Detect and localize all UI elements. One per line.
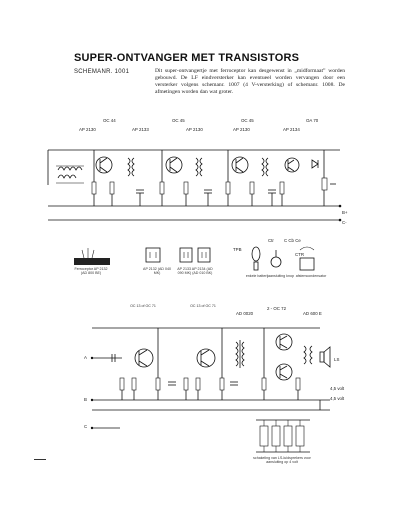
bottom-terminal-a: A bbox=[84, 355, 87, 360]
caption-ctr-2: CTR bbox=[295, 252, 305, 257]
caption-tuning-capacitor: afstemcondensator bbox=[295, 274, 327, 278]
caption-coil-2132: AP 2132 (AD 040 MK) bbox=[143, 267, 171, 276]
top-diode-label: OA 70 bbox=[306, 118, 319, 123]
top-terminal-cminus: C- bbox=[342, 220, 347, 225]
top-coil-label-3: AP 2130 bbox=[186, 127, 203, 132]
caption-ctr: Ctr bbox=[268, 238, 274, 243]
battery-diagram bbox=[256, 419, 310, 453]
top-coil-label-4: AP 2130 bbox=[233, 127, 250, 132]
bottom-transistor-label-3: 2 - OC 72 bbox=[267, 306, 287, 311]
bottom-rail-label-2: 4,5 volt bbox=[330, 396, 345, 401]
top-transistor-label-2: OC 45 bbox=[172, 118, 185, 123]
top-coil-label-2: AP 2133 bbox=[132, 127, 149, 132]
schema-number: SCHEMANR. 1001 bbox=[74, 69, 130, 75]
top-terminal-bplus: B+ bbox=[342, 210, 348, 215]
bottom-terminal-c: C bbox=[84, 424, 88, 429]
components-row bbox=[74, 246, 315, 271]
top-transistor-label-3: OC 45 bbox=[241, 118, 254, 123]
bottom-label-ad600e: AD 600 E bbox=[303, 311, 322, 316]
caption-c-cb-ce: C Cb Ce bbox=[284, 238, 301, 243]
bottom-transistor-label-1: OC 13 of OC 71 bbox=[130, 304, 156, 308]
bottom-terminal-b: B bbox=[84, 397, 87, 402]
bottom-label-ad0020: AD 0020 bbox=[236, 311, 254, 316]
caption-ferroceptor: Ferroceptor AP 2132 (AD 800 BE) bbox=[74, 267, 108, 276]
intro-paragraph: Dit super-ontvangertje met ferroceptor k… bbox=[155, 68, 345, 95]
bottom-rail-label-1: 4,5 volt bbox=[330, 386, 345, 391]
top-schematic bbox=[47, 149, 342, 222]
top-coil-label-5: AP 2134 bbox=[283, 127, 300, 132]
document-title: SUPER-ONTVANGER MET TRANSISTORS bbox=[74, 52, 300, 64]
bottom-speaker-label: LS bbox=[334, 357, 340, 362]
page-mark bbox=[34, 459, 46, 460]
caption-knob: aansluiting knop bbox=[268, 274, 294, 278]
bottom-schematic bbox=[90, 327, 331, 430]
bottom-transistor-label-2: OC 13 of OC 71 bbox=[190, 304, 216, 308]
top-transistor-label-1: OC 44 bbox=[103, 118, 116, 123]
top-coil-label-1: AP 2130 bbox=[79, 127, 96, 132]
caption-tpb: TPB bbox=[233, 247, 242, 252]
caption-battery: enkele batterij bbox=[245, 274, 269, 278]
battery-caption: schakeling van LS-luidsprekers voor aans… bbox=[253, 456, 311, 465]
caption-coils-2133-2134: AP 2133 AP 2134 (AD 090 MK) (AD 010 BK) bbox=[177, 267, 213, 276]
